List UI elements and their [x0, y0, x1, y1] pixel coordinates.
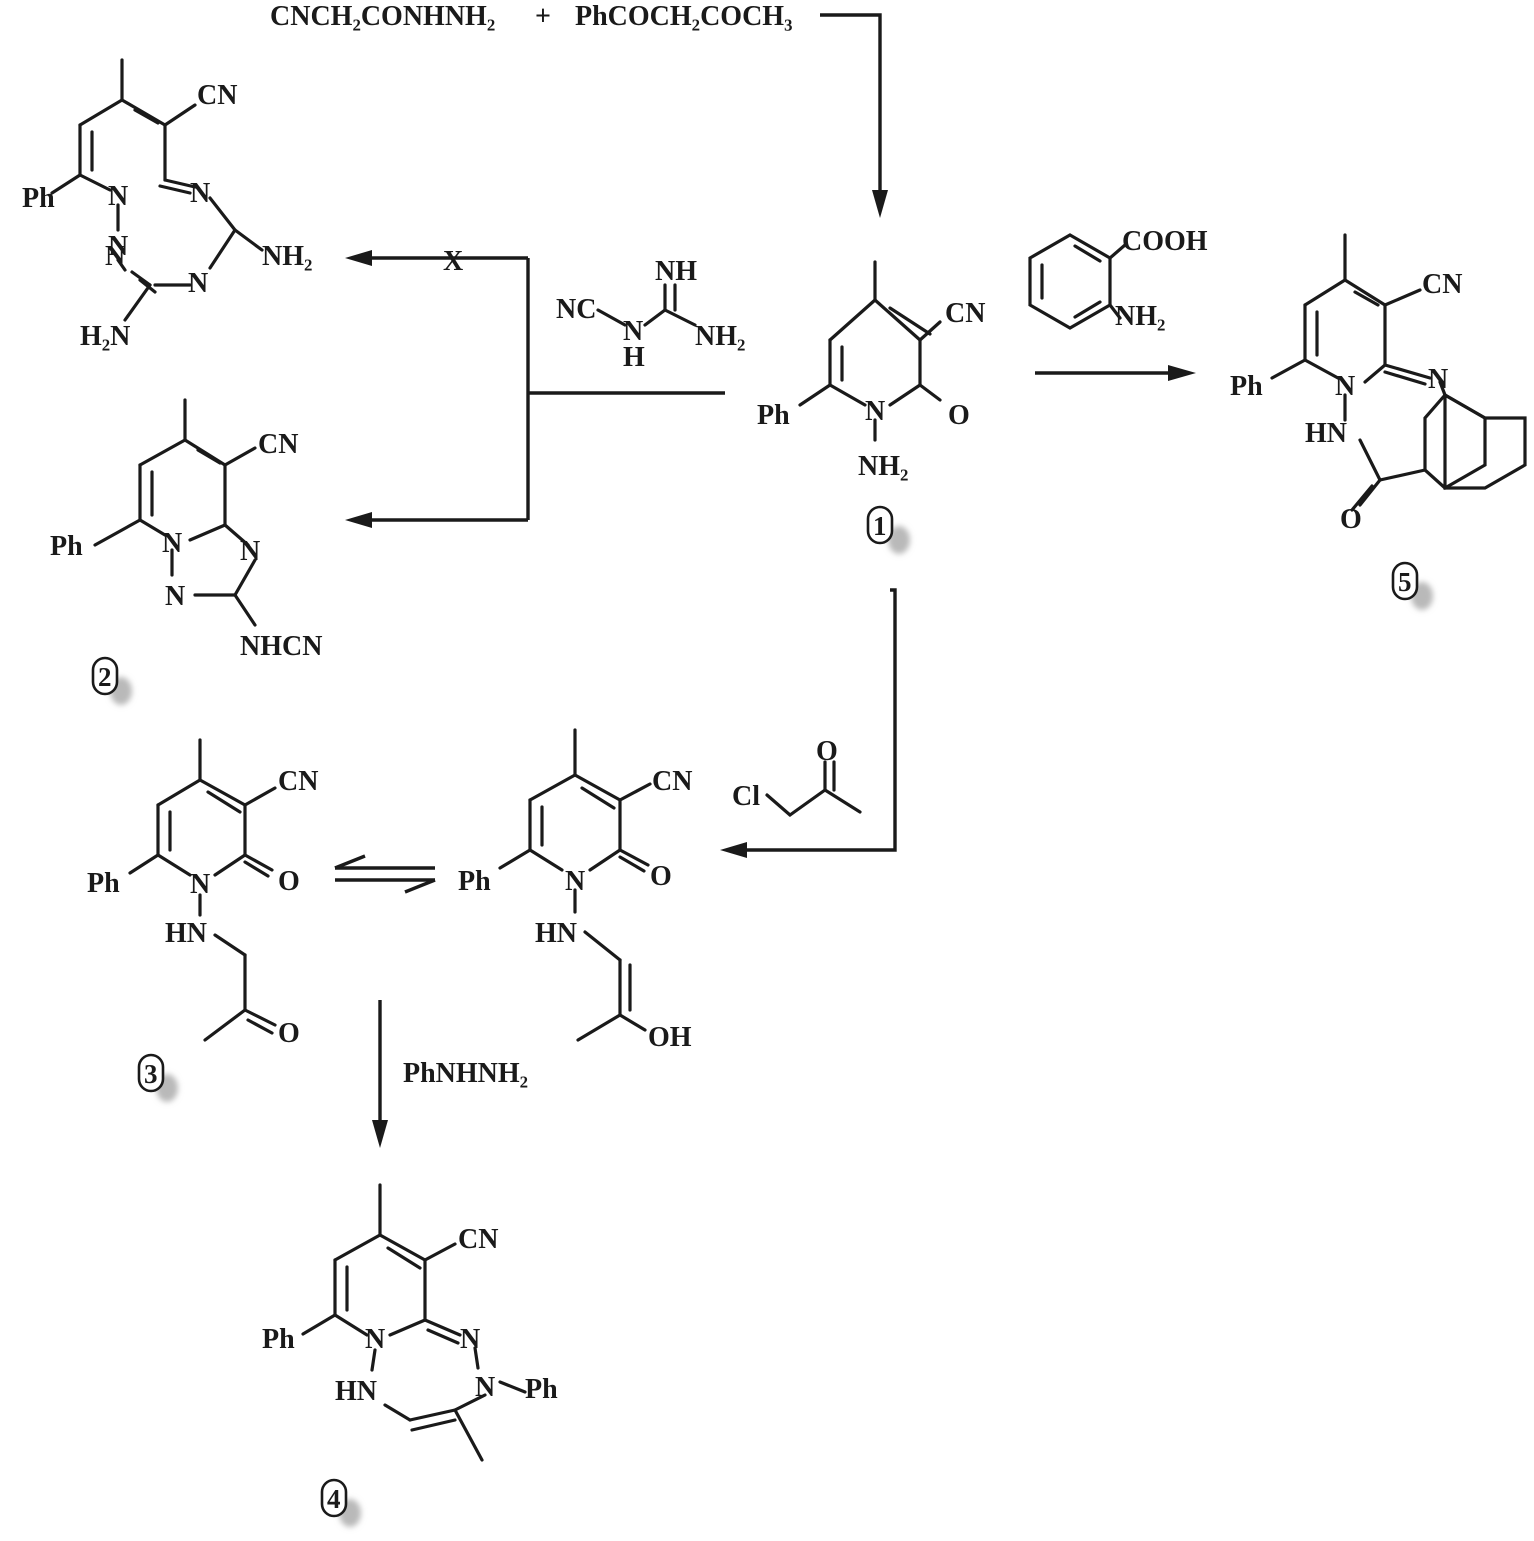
ring-nitrogen: N: [1335, 371, 1355, 402]
substituted-nitrogen: N: [475, 1372, 495, 1403]
compound-number: 5: [1398, 567, 1412, 597]
phenyl-group: Ph: [757, 400, 790, 431]
bridge-hydrogen: H: [623, 342, 645, 373]
hydrazine-nh: HN: [165, 918, 207, 949]
carbonyl-oxygen: O: [1340, 504, 1362, 535]
anthranilic-acid-reagent: COOH NH₂: [1028, 226, 1208, 332]
n-phenyl-group: Ph: [525, 1374, 558, 1405]
cn-group: CN: [1422, 269, 1462, 300]
amine-label: NH₂: [695, 321, 745, 352]
cyanoamino-group: NHCN: [240, 631, 322, 662]
phenyl-group: Ph: [1230, 371, 1263, 402]
reaction-arrows: X PhNHNH₂: [334, 13, 1196, 1148]
carbonyl-oxygen: O: [948, 400, 970, 431]
ring-nitrogen: N: [165, 581, 185, 612]
amino-group: H₂N: [80, 321, 130, 352]
hydroxyl-group: OH: [648, 1022, 692, 1053]
arrow-1-to-5: [1035, 365, 1196, 381]
amino-group: NH₂: [858, 451, 908, 482]
chlorine-label: Cl: [732, 781, 760, 812]
ring-nitrogen: N: [190, 178, 210, 209]
compound-2: CN N N N NHCN Ph 2: [50, 398, 322, 705]
ring-nitrogen: N: [460, 1324, 480, 1355]
equilibrium-arrows: [334, 854, 436, 894]
ring-nitrogen: N: [190, 869, 210, 900]
cn-group: CN: [197, 80, 237, 111]
cn-group: CN: [945, 298, 985, 329]
carboxylic-acid-label: COOH: [1122, 226, 1208, 257]
compound-5: CN N N HN O Ph 5: [1230, 233, 1527, 610]
imine-label: NH: [655, 256, 697, 287]
benzoylacetone-label: PhCOCH₂COCH₃: [575, 1, 792, 32]
cn-group: CN: [652, 766, 692, 797]
phenylhydrazine-label: PhNHNH₂: [403, 1058, 528, 1089]
cn-group: CN: [278, 766, 318, 797]
compound-number: 4: [327, 1484, 341, 1514]
cn-group: CN: [458, 1224, 498, 1255]
cn-group: CN: [258, 429, 298, 460]
ring-nitrogen: N: [565, 866, 585, 897]
ring-nitrogen: N: [108, 231, 128, 262]
compound-number: 1: [873, 511, 887, 541]
cyanoacetohydrazide-label: CNCH₂CONHNH₂: [270, 1, 495, 32]
compound-5-number-badge: 5: [1391, 561, 1433, 610]
compound-4: CN N N N Ph HN Ph 4: [262, 1183, 558, 1527]
ketone-oxygen: O: [278, 1018, 300, 1049]
ring-nitrogen: N: [365, 1324, 385, 1355]
phenyl-group: Ph: [458, 866, 491, 897]
ring-nitrogen: N: [162, 528, 182, 559]
nitrile-label: NC: [556, 294, 596, 325]
phenyl-group: Ph: [262, 1324, 295, 1355]
amino-group: NH₂: [262, 241, 312, 272]
starting-reagents: CNCH₂CONHNH₂ + PhCOCH₂COCH₃: [270, 1, 792, 32]
compound-number: 3: [144, 1059, 158, 1089]
amide-nh: HN: [1305, 418, 1347, 449]
carbonyl-oxygen: O: [278, 866, 300, 897]
compound-3-number-badge: 3: [137, 1053, 178, 1102]
enol-tautomer: CN O N Ph HN OH: [458, 728, 692, 1053]
phenyl-group: Ph: [87, 868, 120, 899]
phenyl-group: Ph: [22, 183, 55, 214]
arrow-cyanoguanidine-branch: X: [345, 246, 725, 528]
compound-1: CN O N Ph NH₂ 1: [757, 260, 985, 554]
compound-number: 2: [98, 662, 112, 692]
compound-1-number-badge: 1: [866, 505, 910, 554]
blocked-path-mark: X: [443, 246, 463, 277]
arrow-synthesis-of-1: [820, 13, 888, 218]
phenyl-group: Ph: [50, 531, 83, 562]
hydrazine-nh: HN: [535, 918, 577, 949]
arrow-3-to-4: PhNHNH₂: [372, 1000, 528, 1148]
imine-nitrogen: N: [1428, 364, 1448, 395]
arrow-1-to-3: [720, 588, 897, 858]
compound-2-number-badge: 2: [91, 656, 132, 705]
compound-4-number-badge: 4: [320, 1478, 361, 1527]
cyanoguanidine-reagent: NC N H NH NH₂: [556, 256, 745, 373]
ring-nitrogen: N: [188, 268, 208, 299]
ketone-oxygen-label: O: [816, 736, 838, 767]
ring-nitrogen: N: [865, 396, 885, 427]
ring-nitrogen: N: [240, 536, 260, 567]
carbonyl-oxygen: O: [650, 861, 672, 892]
ring-nh: HN: [335, 1376, 377, 1407]
tetrazepine-product-not-formed: CN N N N N N NH₂ H₂N Ph: [22, 58, 312, 352]
compound-3: CN O N Ph HN O 3: [87, 738, 318, 1102]
plus-sign: +: [535, 1, 551, 32]
ring-nitrogen: N: [105, 241, 125, 272]
bridge-nitrogen: N: [623, 316, 643, 347]
ring-nitrogen-bridgehead: N: [108, 181, 128, 212]
chloroacetone-reagent: Cl O: [732, 736, 862, 817]
amine-label: NH₂: [1115, 301, 1165, 332]
